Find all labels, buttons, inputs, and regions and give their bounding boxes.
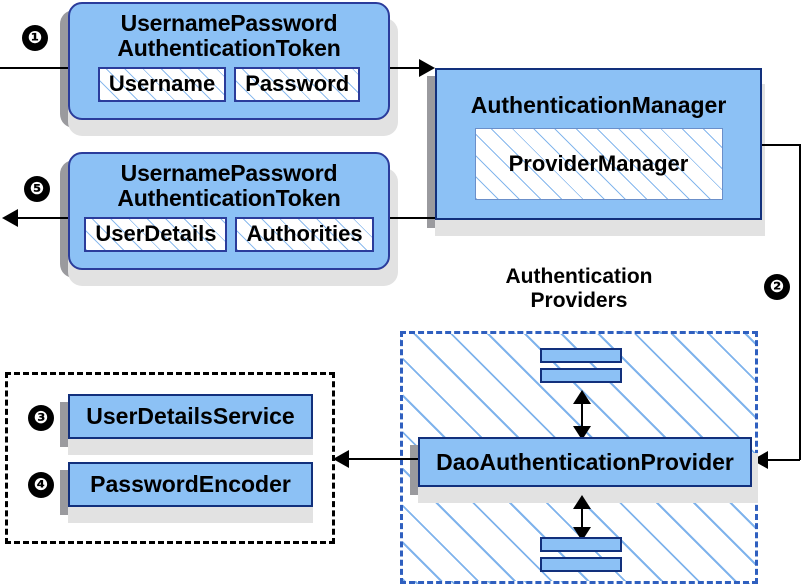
token-to-manager-arrowhead	[419, 59, 435, 77]
token-to-manager-line	[388, 67, 422, 69]
manager-to-response-line	[388, 217, 436, 219]
authentication-manager-title: AuthenticationManager	[470, 92, 727, 118]
response-token-slots: UserDetails Authorities	[84, 217, 374, 252]
provider-stub-top-2[interactable]	[540, 368, 622, 383]
provider-stub-bottom-1[interactable]	[540, 537, 622, 552]
providers-group-title-line2: Providers	[530, 289, 628, 312]
manager-to-provider-line-top	[760, 144, 801, 146]
passwordencoder-label: PasswordEncoder	[90, 471, 291, 497]
response-outbound-arrowhead	[2, 209, 18, 227]
step-3-bullet: ❸	[28, 405, 54, 431]
response-token-title-line1: UsernamePassword	[120, 160, 338, 186]
response-outbound-line	[16, 217, 72, 219]
request-token-title-line2: AuthenticationToken	[117, 35, 341, 61]
request-token-title-line1: UsernamePassword	[120, 10, 338, 36]
providers-group-title: Authentication Providers	[479, 265, 679, 313]
step-4-bullet: ❹	[28, 472, 54, 498]
request-token-title: UsernamePassword AuthenticationToken	[117, 11, 340, 61]
request-token-slot-password[interactable]: Password	[234, 67, 361, 102]
userdetailsservice-card[interactable]: UserDetailsService	[68, 394, 313, 439]
step-2-bullet: ❷	[764, 274, 790, 300]
request-token-slot-username[interactable]: Username	[97, 67, 227, 102]
response-token-slot-userdetails[interactable]: UserDetails	[84, 217, 228, 252]
dao-authentication-provider-label: DaoAuthenticationProvider	[436, 448, 734, 475]
response-token-title-line2: AuthenticationToken	[117, 185, 341, 211]
passwordencoder-card[interactable]: PasswordEncoder	[68, 462, 313, 507]
request-token-card[interactable]: UsernamePassword AuthenticationToken Use…	[68, 2, 390, 120]
inbound-request-line	[0, 67, 70, 69]
response-token-slot-authorities[interactable]: Authorities	[235, 217, 374, 252]
provider-manager-label: ProviderManager	[508, 151, 689, 176]
provider-stub-top-1[interactable]	[540, 348, 622, 363]
providers-group-title-line1: Authentication	[505, 265, 653, 288]
provider-to-collaborators-arrowhead	[333, 450, 349, 468]
manager-to-provider-line-bottom	[766, 459, 800, 461]
provider-link-bottom-line	[581, 501, 583, 533]
provider-stub-bottom-2[interactable]	[540, 557, 622, 572]
provider-link-top-line	[581, 396, 583, 432]
step-5-bullet: ❺	[24, 176, 50, 202]
response-token-title: UsernamePassword AuthenticationToken	[117, 161, 340, 211]
request-token-slots: Username Password	[97, 67, 361, 102]
step-1-bullet: ❶	[22, 25, 48, 51]
userdetailsservice-label: UserDetailsService	[86, 403, 295, 429]
provider-link-top-arrow-down	[573, 426, 591, 440]
manager-to-provider-line-vert	[799, 144, 801, 460]
authentication-manager-card[interactable]: AuthenticationManager ProviderManager	[435, 68, 762, 220]
dao-authentication-provider-card[interactable]: DaoAuthenticationProvider	[418, 437, 752, 487]
response-token-card[interactable]: UsernamePassword AuthenticationToken Use…	[68, 152, 390, 270]
provider-manager-box[interactable]: ProviderManager	[474, 128, 723, 200]
provider-to-collaborators-line	[347, 458, 419, 460]
